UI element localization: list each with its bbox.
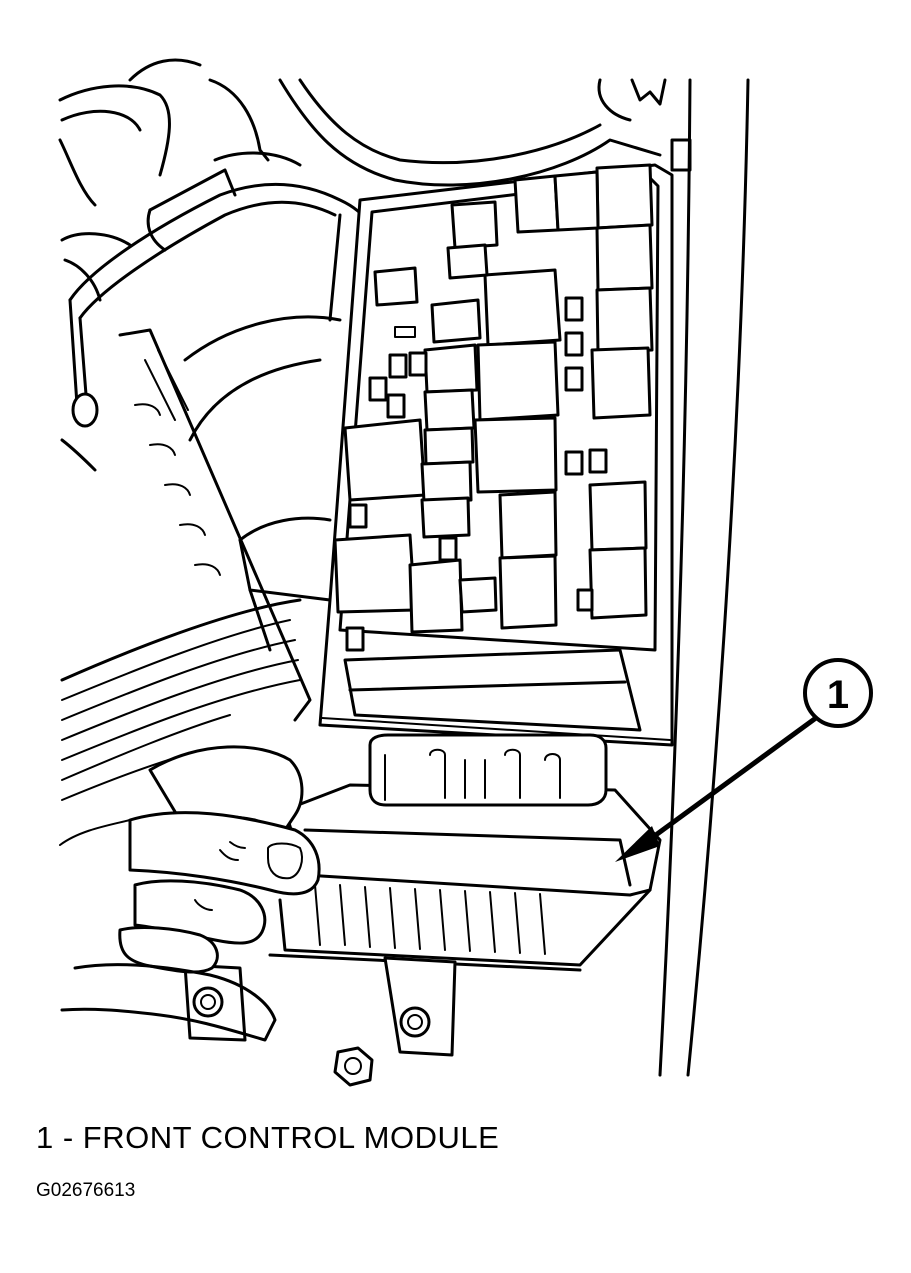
fender-edge: [658, 78, 750, 1077]
callout-leader: [615, 712, 822, 862]
callout-1: 1: [803, 658, 873, 728]
figure-id: G02676613: [36, 1180, 136, 1201]
background-structure: [58, 58, 667, 302]
figure-caption: 1 - FRONT CONTROL MODULE: [36, 1120, 500, 1155]
callout-1-label: 1: [827, 673, 849, 717]
mounting-brackets: [183, 956, 457, 1087]
side-module-heatsink: [60, 328, 312, 801]
front-control-module-illustration: 1: [58, 58, 873, 1087]
front-control-module: [268, 648, 662, 972]
mini-fuses: [345, 200, 608, 652]
wiring-harness: [60, 151, 370, 472]
fan-shroud: [183, 213, 342, 652]
technician-hand: [59, 745, 321, 1042]
relays: [333, 163, 654, 634]
